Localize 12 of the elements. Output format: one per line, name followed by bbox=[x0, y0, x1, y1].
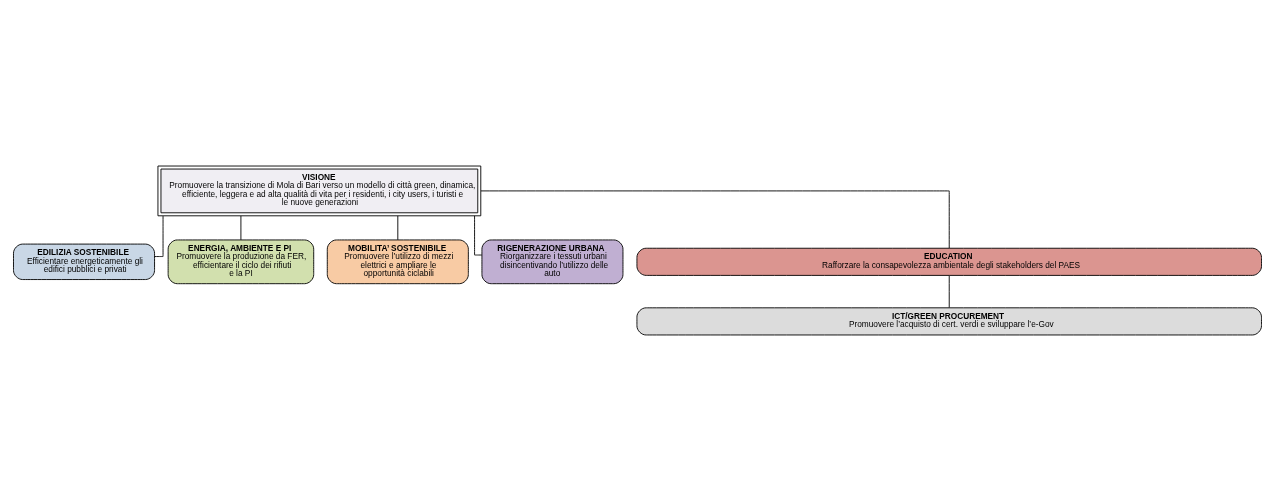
node-box: ICT/GREEN PROCUREMENT Promuovere l’acquisto di cert. verdi e sviluppare l’e-Gov bbox=[636, 307, 1262, 336]
node-box: EDILIZIA SOSTENIBILE Efficientare energeticamente gli edifici pubblici e privati bbox=[13, 243, 155, 280]
node-box: MOBILITA’ SOSTENIBILE Promuovere l’utilizzo di mezzi elettrici e ampliare le opportunità ciclabili bbox=[326, 239, 469, 285]
connector bbox=[397, 215, 399, 241]
node-box: RIGENERAZIONE URBANA Riorganizzare i tessuti urbani disincentivando l’utilizzo delle auto bbox=[481, 239, 624, 285]
connector bbox=[480, 190, 950, 249]
node-box: EDUCATION Rafforzare la consapevolezza ambientale degli stakeholders del PAES bbox=[636, 247, 1262, 276]
connector bbox=[240, 215, 242, 241]
connector bbox=[154, 215, 164, 257]
connector bbox=[474, 215, 483, 256]
connector bbox=[948, 275, 950, 309]
node-box: ENERGIA, AMBIENTE E PI Promuovere la produzione da FER, efficientare il ciclo dei rifiuti e la PI bbox=[167, 239, 315, 285]
